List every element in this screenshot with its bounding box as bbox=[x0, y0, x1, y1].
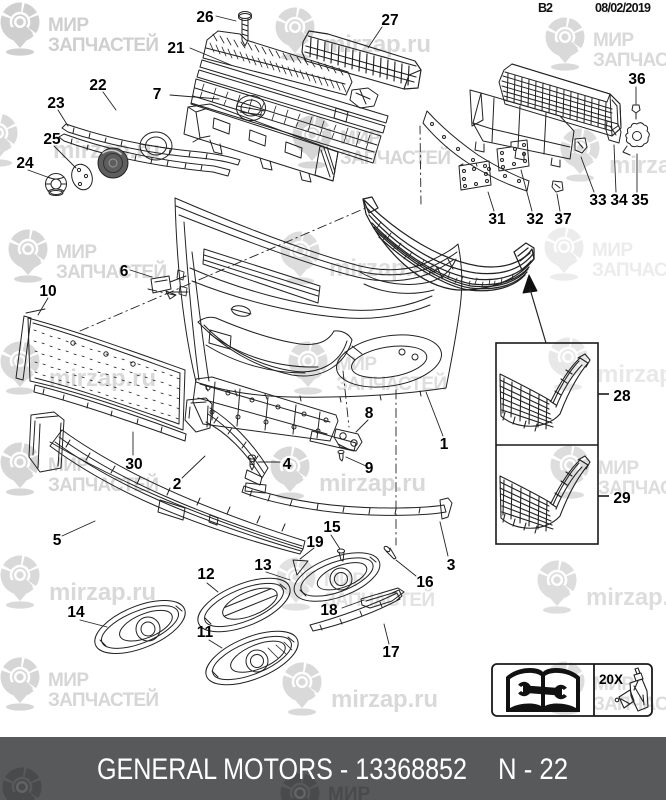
svg-text:10: 10 bbox=[39, 283, 56, 300]
svg-text:8: 8 bbox=[365, 405, 374, 422]
svg-text:16: 16 bbox=[416, 574, 434, 591]
svg-text:7: 7 bbox=[153, 86, 162, 103]
svg-text:30: 30 bbox=[125, 456, 142, 473]
svg-text:13: 13 bbox=[254, 557, 272, 574]
svg-text:3: 3 bbox=[447, 557, 456, 574]
svg-text:2: 2 bbox=[173, 476, 182, 493]
svg-text:19: 19 bbox=[306, 534, 324, 551]
svg-text:МИР: МИР bbox=[328, 784, 370, 800]
svg-text:11: 11 bbox=[197, 624, 214, 641]
svg-text:18: 18 bbox=[320, 602, 338, 619]
svg-text:5: 5 bbox=[53, 532, 62, 549]
svg-text:33: 33 bbox=[589, 192, 607, 209]
svg-text:29: 29 bbox=[613, 490, 631, 507]
svg-text:26: 26 bbox=[196, 9, 214, 26]
svg-text:36: 36 bbox=[628, 71, 646, 88]
svg-text:23: 23 bbox=[47, 95, 65, 112]
svg-text:9: 9 bbox=[365, 460, 374, 477]
svg-text:31: 31 bbox=[488, 211, 506, 228]
svg-text:27: 27 bbox=[381, 12, 398, 29]
svg-text:GENERAL MOTORS - 13368852: GENERAL MOTORS - 13368852 bbox=[97, 753, 467, 786]
svg-text:N - 22: N - 22 bbox=[498, 753, 568, 786]
svg-text:37: 37 bbox=[554, 211, 571, 228]
svg-text:12: 12 bbox=[197, 566, 214, 583]
svg-text:22: 22 bbox=[89, 77, 106, 94]
svg-text:B2: B2 bbox=[538, 1, 553, 15]
svg-text:1: 1 bbox=[440, 436, 449, 453]
svg-text:20X: 20X bbox=[599, 672, 623, 687]
svg-text:28: 28 bbox=[613, 388, 631, 405]
svg-text:6: 6 bbox=[120, 263, 129, 280]
svg-text:14: 14 bbox=[67, 604, 85, 621]
svg-text:08/02/2019: 08/02/2019 bbox=[595, 1, 651, 15]
svg-text:34: 34 bbox=[610, 192, 628, 209]
svg-text:21: 21 bbox=[167, 40, 185, 57]
svg-text:4: 4 bbox=[283, 456, 292, 473]
svg-text:35: 35 bbox=[631, 192, 649, 209]
svg-text:32: 32 bbox=[526, 211, 543, 228]
svg-text:15: 15 bbox=[323, 519, 341, 536]
svg-text:25: 25 bbox=[43, 131, 61, 148]
svg-text:17: 17 bbox=[382, 644, 399, 661]
svg-text:24: 24 bbox=[16, 155, 34, 172]
